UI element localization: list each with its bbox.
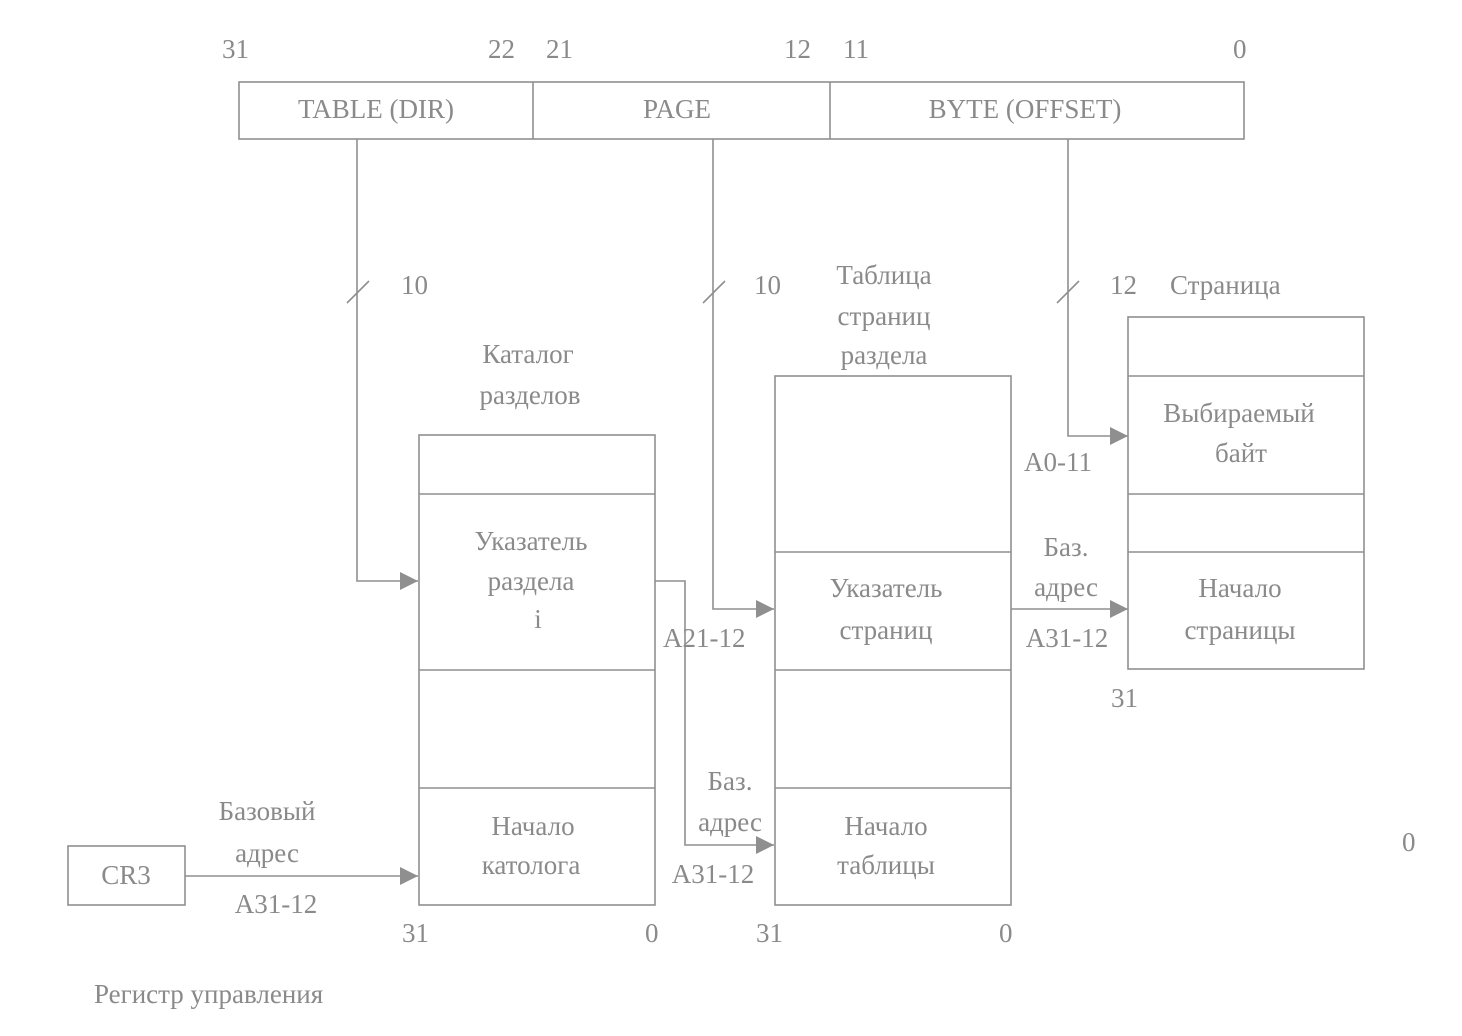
page-table-entry-line2: страниц [840, 615, 933, 645]
directory-entry-line2: раздела [488, 566, 575, 596]
control-register-caption: Регистр управления [94, 979, 323, 1009]
bit-21-label: 21 [546, 34, 573, 64]
page-bit-31: 31 [1111, 683, 1138, 713]
directory-bit-31: 31 [402, 918, 429, 948]
page-frame: Страница Выбираемый байт Начало страницы… [1111, 270, 1416, 857]
page-directory: Каталог разделов Указатель раздела i Нач… [402, 339, 659, 948]
address-register-box [238, 81, 1245, 140]
directory-title-line1: Каталог [482, 339, 573, 369]
offset-arrow [1067, 139, 1128, 445]
cr3-base-label-line3: A31-12 [235, 889, 318, 919]
directory-title-line2: разделов [479, 380, 580, 410]
bit-0-label: 0 [1233, 34, 1247, 64]
page-table-bit-31: 31 [756, 918, 783, 948]
directory-to-table-arrow [655, 580, 774, 854]
page-table-entry-line1: Указатель [830, 573, 943, 603]
cr3-register: CR3 Базовый адрес A31-12 Регистр управле… [67, 796, 418, 1009]
cr3-label: CR3 [101, 860, 151, 890]
table-to-page-link: Баз. адрес A31-12 A0-11 [1011, 447, 1128, 653]
directory-to-table-link: A21-12 Баз. адрес A31-12 [655, 580, 774, 889]
page-base-label-line3: A31-12 [1026, 623, 1109, 653]
selected-byte-line2: байт [1215, 438, 1267, 468]
selected-byte-line1: Выбираемый [1163, 398, 1314, 428]
bus-slash-offset [1056, 280, 1080, 304]
page-title: Страница [1170, 270, 1281, 300]
bus-slash-dir [346, 280, 370, 304]
directory-bit-0: 0 [645, 918, 659, 948]
directory-entry-line3: i [534, 604, 542, 634]
linear-address-format: 31 22 21 12 11 0 TABLE (DIR) PAGE BYTE (… [222, 34, 1247, 140]
bit-12-label: 12 [784, 34, 811, 64]
page-base-line2: страницы [1184, 615, 1295, 645]
page-base-label-line2: адрес [1034, 572, 1098, 602]
page-base-label-line1: Баз. [1044, 532, 1089, 562]
page-index-arrow [712, 139, 774, 618]
page-box [1127, 316, 1365, 670]
page-table-bit-0: 0 [999, 918, 1013, 948]
offset-address-label: A0-11 [1024, 447, 1092, 477]
dir-index-arrow [356, 139, 418, 590]
page-table-base-line2: таблицы [837, 850, 935, 880]
dir-width-label: 10 [401, 270, 428, 300]
directory-base-line2: католога [482, 850, 581, 880]
page-table-base-line1: Начало [844, 811, 927, 841]
bit-22-label: 22 [488, 34, 515, 64]
table-base-label-line3: A31-12 [672, 859, 755, 889]
table-base-label-line2: адрес [698, 807, 762, 837]
bit-31-label: 31 [222, 34, 249, 64]
directory-base-line1: Начало [491, 811, 574, 841]
page-table-title-line2: страниц [838, 301, 931, 331]
page-table-title-line1: Таблица [836, 260, 931, 290]
cr3-base-label-line2: адрес [235, 838, 299, 868]
page-base-line1: Начало [1198, 573, 1281, 603]
page-table-box [774, 375, 1012, 906]
table-dir-field: TABLE (DIR) [298, 94, 454, 124]
page-bit-0: 0 [1402, 827, 1416, 857]
page-field: PAGE [643, 94, 711, 124]
offset-width-label: 12 [1110, 270, 1137, 300]
bit-11-label: 11 [843, 34, 869, 64]
directory-index-address: A21-12 [663, 623, 746, 653]
byte-offset-field: BYTE (OFFSET) [929, 94, 1122, 124]
cr3-base-label-line1: Базовый [219, 796, 316, 826]
table-base-label-line1: Баз. [708, 766, 753, 796]
page-table: Таблица страниц раздела Указатель страни… [756, 260, 1013, 948]
bus-slash-page [702, 280, 726, 304]
page-width-label: 10 [754, 270, 781, 300]
address-connectors: 10 10 12 [346, 139, 1137, 618]
directory-entry-line1: Указатель [475, 526, 588, 556]
page-table-title-line3: раздела [841, 340, 928, 370]
